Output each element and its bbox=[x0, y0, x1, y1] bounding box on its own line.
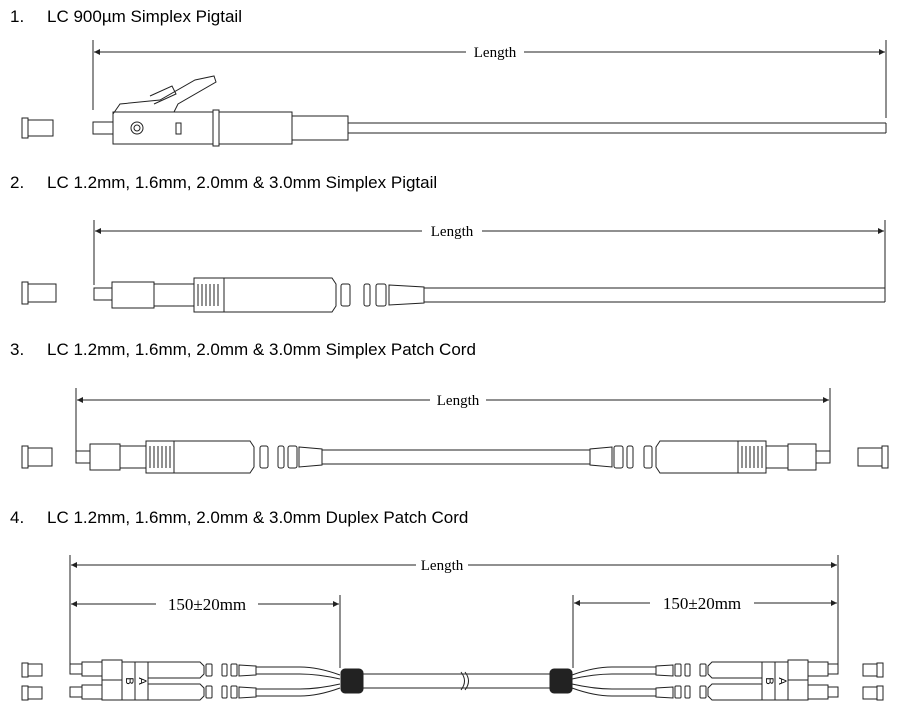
breakout-label-left: 150±20mm bbox=[168, 595, 246, 614]
duplex-connector-left: B A bbox=[69, 659, 257, 701]
dust-caps-right bbox=[862, 662, 884, 701]
port-label-a: A bbox=[136, 677, 148, 685]
dimension-line: Length bbox=[93, 220, 886, 300]
heading-number: 2. bbox=[10, 173, 25, 192]
dimension-label: Length bbox=[474, 45, 517, 61]
port-label-b: B bbox=[123, 677, 135, 684]
lc-connector bbox=[92, 75, 349, 147]
breakout-boot-right bbox=[549, 668, 573, 694]
breakout-fibers-left bbox=[256, 666, 341, 697]
heading-lc-simplex-pigtail: 2. LC 1.2mm, 1.6mm, 2.0mm & 3.0mm Simplex… bbox=[10, 173, 437, 193]
dust-caps-left bbox=[21, 662, 43, 701]
heading-lc-duplex-patch-cord: 4. LC 1.2mm, 1.6mm, 2.0mm & 3.0mm Duplex … bbox=[10, 508, 468, 528]
dust-cap bbox=[21, 281, 57, 305]
breakout-boot-left bbox=[340, 668, 364, 694]
fiber-cable bbox=[348, 122, 887, 134]
diagram-4: Length 150±20mm 150±20mm bbox=[21, 555, 884, 701]
heading-number: 1. bbox=[10, 7, 25, 26]
dimension-line: Length bbox=[92, 40, 887, 118]
diagram-2: Length bbox=[21, 220, 886, 313]
port-label-b: B bbox=[763, 677, 775, 684]
heading-title: LC 1.2mm, 1.6mm, 2.0mm & 3.0mm Duplex Pa… bbox=[47, 508, 469, 527]
dust-cap bbox=[21, 117, 54, 139]
heading-lc-900um-simplex-pigtail: 1. LC 900µm Simplex Pigtail bbox=[10, 7, 242, 27]
diagram-3: Length bbox=[21, 388, 889, 474]
heading-number: 3. bbox=[10, 340, 25, 359]
port-label-a: A bbox=[776, 677, 788, 685]
dimension-line-breakout-left: 150±20mm bbox=[71, 595, 341, 668]
heading-title: LC 1.2mm, 1.6mm, 2.0mm & 3.0mm Simplex P… bbox=[47, 173, 438, 192]
dimension-label: Length bbox=[437, 393, 480, 409]
dimension-line: Length bbox=[75, 388, 831, 452]
diagram-1: Length bbox=[21, 40, 887, 147]
lc-connector bbox=[93, 277, 425, 313]
dimension-label: Length bbox=[421, 558, 464, 574]
dimension-label: Length bbox=[431, 224, 474, 240]
fiber-cable bbox=[424, 287, 886, 303]
breakout-label-right: 150±20mm bbox=[663, 594, 741, 613]
heading-title: LC 900µm Simplex Pigtail bbox=[47, 7, 242, 26]
lc-connector-right bbox=[589, 440, 831, 474]
heading-lc-simplex-patch-cord: 3. LC 1.2mm, 1.6mm, 2.0mm & 3.0mm Simplex… bbox=[10, 340, 476, 360]
duplex-fiber-cable bbox=[363, 671, 550, 691]
heading-title: LC 1.2mm, 1.6mm, 2.0mm & 3.0mm Simplex P… bbox=[47, 340, 476, 359]
dimension-line-length: Length bbox=[69, 555, 839, 672]
heading-number: 4. bbox=[10, 508, 25, 527]
duplex-connector-right: B A bbox=[655, 659, 839, 701]
breakout-fibers-right bbox=[571, 666, 656, 697]
dust-cap-right bbox=[857, 445, 889, 469]
dust-cap-left bbox=[21, 445, 53, 469]
lc-connector-left bbox=[75, 440, 323, 474]
dimension-line-breakout-right: 150±20mm bbox=[572, 594, 837, 668]
fiber-cable bbox=[322, 449, 590, 465]
